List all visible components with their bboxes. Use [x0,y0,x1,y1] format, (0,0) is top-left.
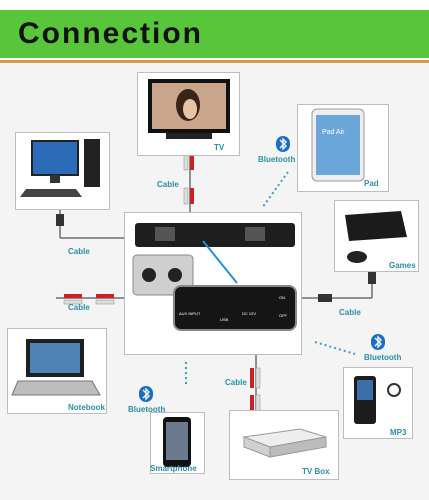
page-title: Connection [18,17,203,50]
power-off-label: OFF [279,313,287,318]
bluetooth-phone-label: Bluetooth [128,405,166,414]
computer-device [15,132,110,210]
games-label: Games [389,261,416,270]
dc-port-label: DC 12V [242,311,257,316]
bluetooth-icon [276,136,290,152]
bluetooth-icon [139,386,153,402]
header-divider [0,60,429,63]
soundbar-hub: AUX INPUT USB DC 12V ON OFF [124,212,302,355]
laptop-icon [11,339,101,396]
tv-label: TV [214,143,225,152]
aux-port-label: AUX INPUT [179,311,201,316]
bluetooth-pad-label: Bluetooth [258,155,296,164]
set-top-box-icon [242,428,327,458]
cable-left-label: Cable [68,303,90,312]
cable-pc-label: Cable [68,247,90,256]
pad-label: Pad [364,179,379,188]
pad-screen-text: Pad Air [322,129,345,136]
cable-tv-label: Cable [157,180,179,189]
smartphone-icon [163,417,191,467]
usb-port-label: USB [220,317,229,322]
header: Connection [0,0,429,63]
cable-tvbox-label: Cable [225,378,247,387]
title-banner [0,10,429,58]
tvbox-label: TV Box [302,467,330,476]
game-console-icon [345,211,407,263]
bluetooth-icon [371,334,385,350]
smartphone-device [150,412,205,474]
tv-device: TV [137,72,240,156]
tablet-icon [311,108,365,182]
notebook-device: Notebook [7,328,107,414]
bluetooth-mp3-label: Bluetooth [364,353,402,362]
mp3-device: MP3 [343,367,413,439]
tvbox-device: TV Box [229,410,339,480]
mp3-player-icon [354,376,401,424]
mp3-label: MP3 [390,428,407,437]
notebook-label: Notebook [68,403,105,412]
games-device: Games [334,200,419,272]
pad-device: Pad Air Pad [297,104,389,192]
cable-games-label: Cable [339,308,361,317]
power-on-label: ON [279,295,285,300]
soundbar-panel [132,223,295,296]
tv-icon [148,79,230,139]
desktop-computer-icon [20,139,100,197]
smartphone-label: Smartphone [150,464,197,473]
port-panel [173,285,297,331]
